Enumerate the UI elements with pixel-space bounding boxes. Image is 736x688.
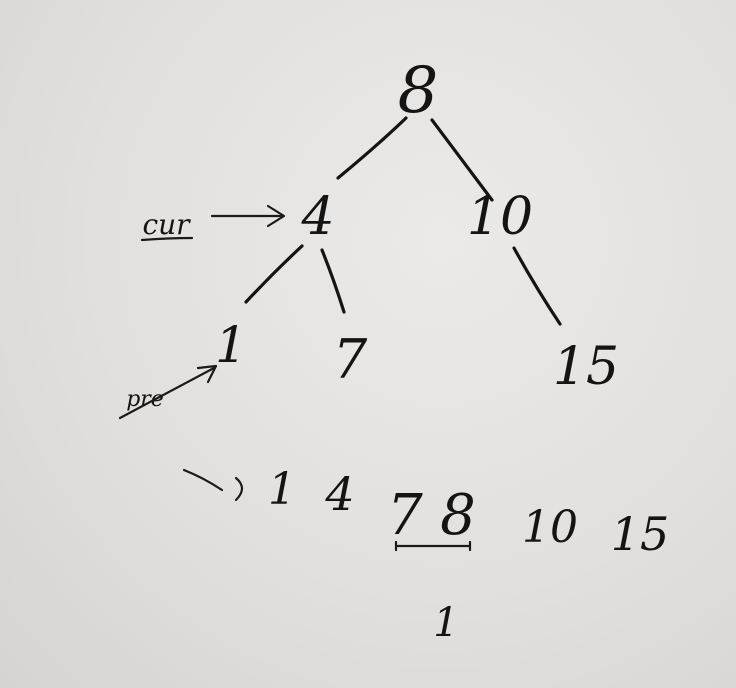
- pre-arrow-head: [196, 364, 218, 384]
- seq-item-1: 1: [268, 464, 296, 515]
- seq-item-15: 15: [611, 507, 670, 561]
- cur-arrow-head: [266, 204, 286, 228]
- edge-4-1: [244, 244, 304, 304]
- node-7: 7: [333, 328, 368, 391]
- pre-label: pre: [126, 387, 164, 412]
- node-4: 4: [300, 187, 334, 247]
- node-1: 1: [215, 316, 247, 374]
- cur-pointer: cur: [140, 204, 286, 242]
- tree-nodes: 8 4 10 1 7 15: [215, 54, 619, 397]
- inorder-sequence: 1 4 7 8 10 15 1: [182, 464, 670, 646]
- seq-item-10: 10: [522, 502, 578, 553]
- seq-underline-7-8: [394, 540, 472, 552]
- edge-10-15: [512, 246, 562, 326]
- tree-edges: [244, 116, 562, 326]
- node-10: 10: [467, 187, 533, 247]
- seq-item-4: 4: [324, 467, 354, 521]
- seq-item-7: 7: [387, 483, 423, 548]
- edge-8-4: [336, 116, 408, 180]
- node-15: 15: [553, 337, 619, 397]
- edge-4-7: [320, 248, 346, 314]
- empty-bracket-mark: [182, 468, 244, 502]
- below-value: 1: [433, 600, 458, 646]
- pre-arrow-shaft: [118, 366, 216, 420]
- pre-pointer: pre: [118, 364, 218, 420]
- seq-item-8: 8: [440, 483, 476, 548]
- cur-underline: [140, 236, 194, 242]
- cur-label: cur: [142, 208, 191, 241]
- node-8: 8: [398, 54, 439, 128]
- edge-8-10: [430, 118, 494, 202]
